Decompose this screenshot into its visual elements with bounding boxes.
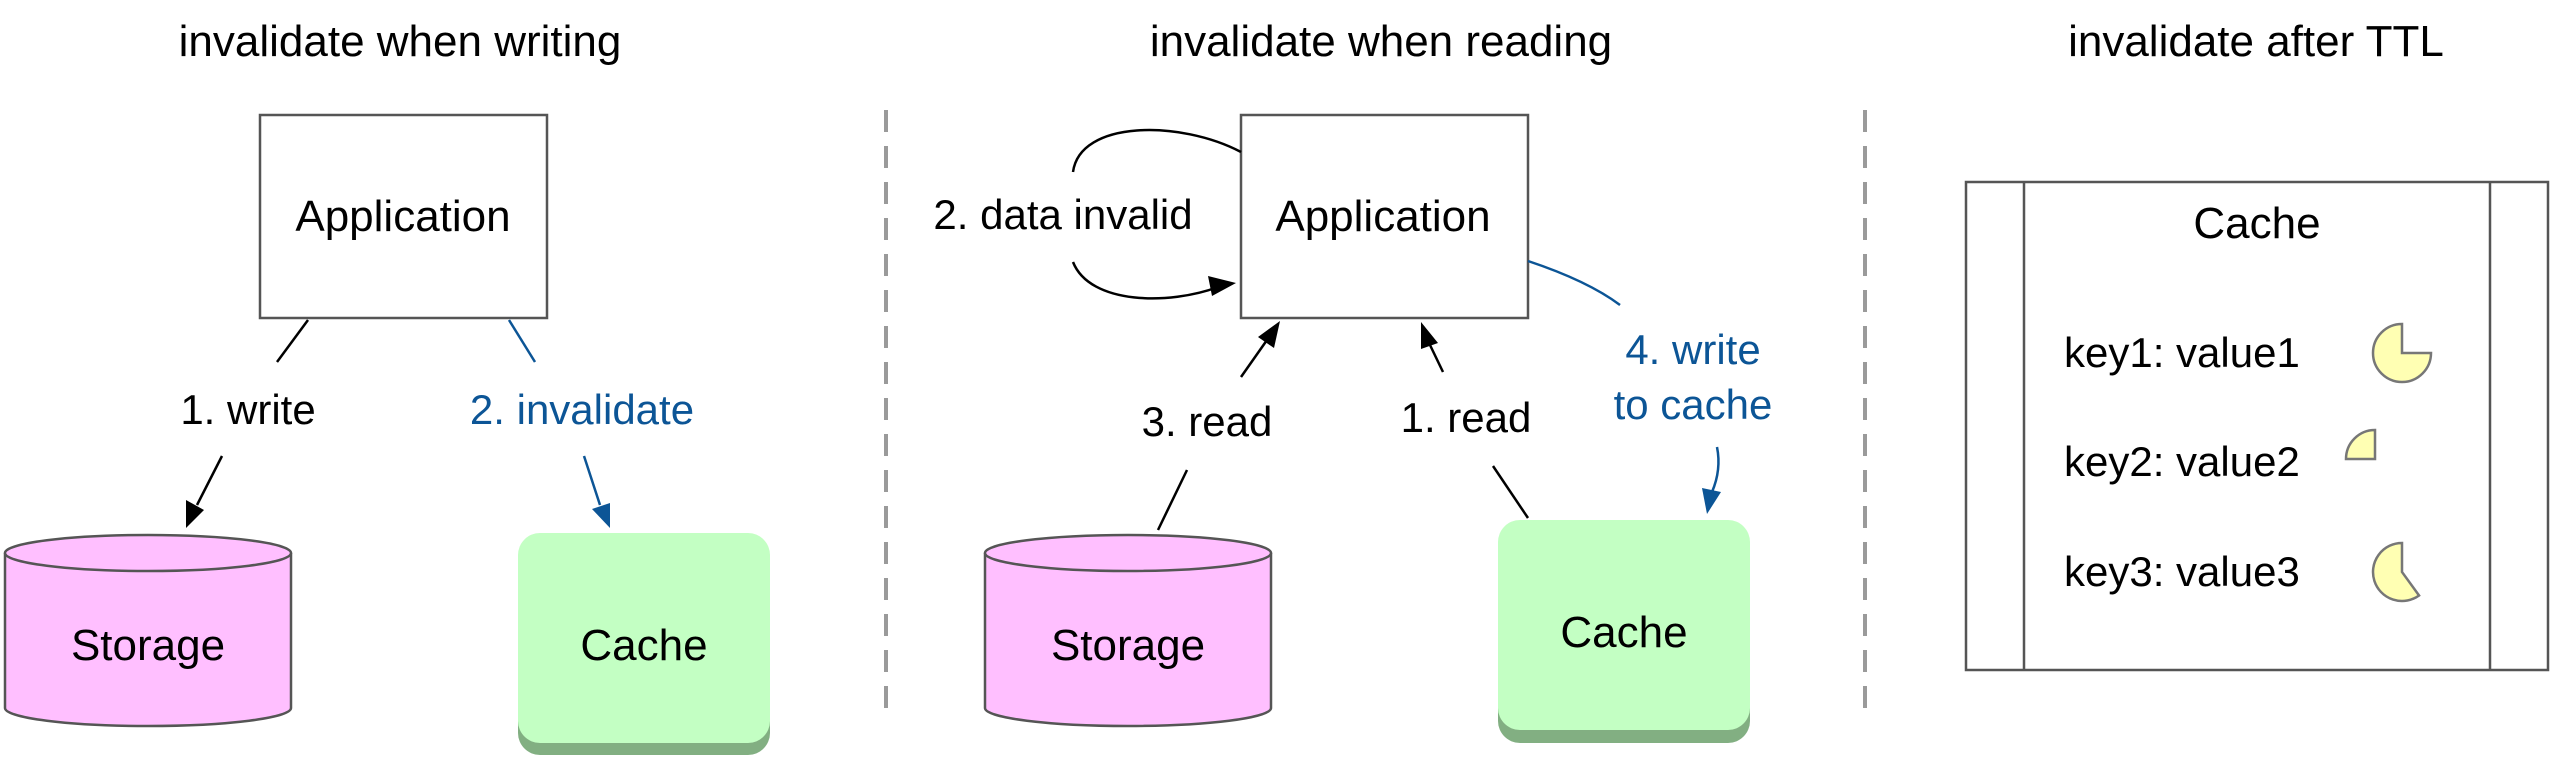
arrowhead [186,500,204,528]
storage-label: Storage [71,621,225,670]
step-read-storage-label: 3. read [1142,398,1273,445]
storage-label: Storage [1051,621,1205,670]
write-connector: 1. write [180,319,316,528]
step-write-to-cache-line1: 4. write [1625,326,1760,373]
cache-entry-label: key1: value1 [2064,329,2300,376]
cache-label: Cache [1560,608,1687,657]
application-box: Application [258,113,549,320]
cache-entry: key1: value1 [2064,322,2433,384]
panel-invalidate-when-reading: invalidate when reading Application 2. d… [933,17,1772,743]
arrowhead [1208,276,1236,296]
arrowhead [592,503,610,528]
step-read-cache-label: 1. read [1401,394,1532,441]
arrowhead [1702,488,1721,514]
application-box: Application [1239,113,1530,320]
step-write-label: 1. write [180,386,315,433]
arrowhead [1421,322,1438,349]
step-data-invalid-label: 2. data invalid [933,191,1192,238]
arrowhead [1258,321,1280,348]
write-to-cache-connector: 4. write to cache [1527,259,1773,514]
panel-invalidate-when-writing: invalidate when writing Application 1. w… [3,17,770,755]
storage-cylinder: Storage [3,533,293,728]
cache-entry-label: key3: value3 [2064,548,2300,595]
step-invalidate-label: 2. invalidate [470,386,694,433]
cache-entry-label: key2: value2 [2064,438,2300,485]
panel-title: invalidate after TTL [2068,17,2444,66]
cache-entry: key3: value3 [2064,541,2421,603]
application-label: Application [1275,192,1490,241]
panel-title: invalidate when reading [1150,17,1612,66]
step-write-to-cache-line2: to cache [1614,381,1773,428]
panel-invalidate-after-ttl: invalidate after TTL Cache key1: value1 … [1964,17,2550,672]
cache-label: Cache [580,621,707,670]
ttl-timer-icon [2371,322,2433,384]
read-storage-connector: 3. read [1142,321,1280,531]
ttl-cache-title: Cache [2193,199,2320,248]
ttl-timer-icon [2371,541,2421,603]
invalidate-connector: 2. invalidate [470,319,694,528]
ttl-timer-icon [2344,428,2377,461]
application-label: Application [295,192,510,241]
ttl-cache-box: Cache [1964,180,2550,672]
storage-cylinder: Storage [983,533,1273,728]
cache-entry: key2: value2 [2064,428,2377,485]
data-invalid-loop: 2. data invalid [933,128,1242,300]
cache-block: Cache [518,533,770,755]
panel-title: invalidate when writing [179,17,622,66]
read-cache-connector: 1. read [1401,322,1532,519]
cache-block: Cache [1498,520,1750,743]
